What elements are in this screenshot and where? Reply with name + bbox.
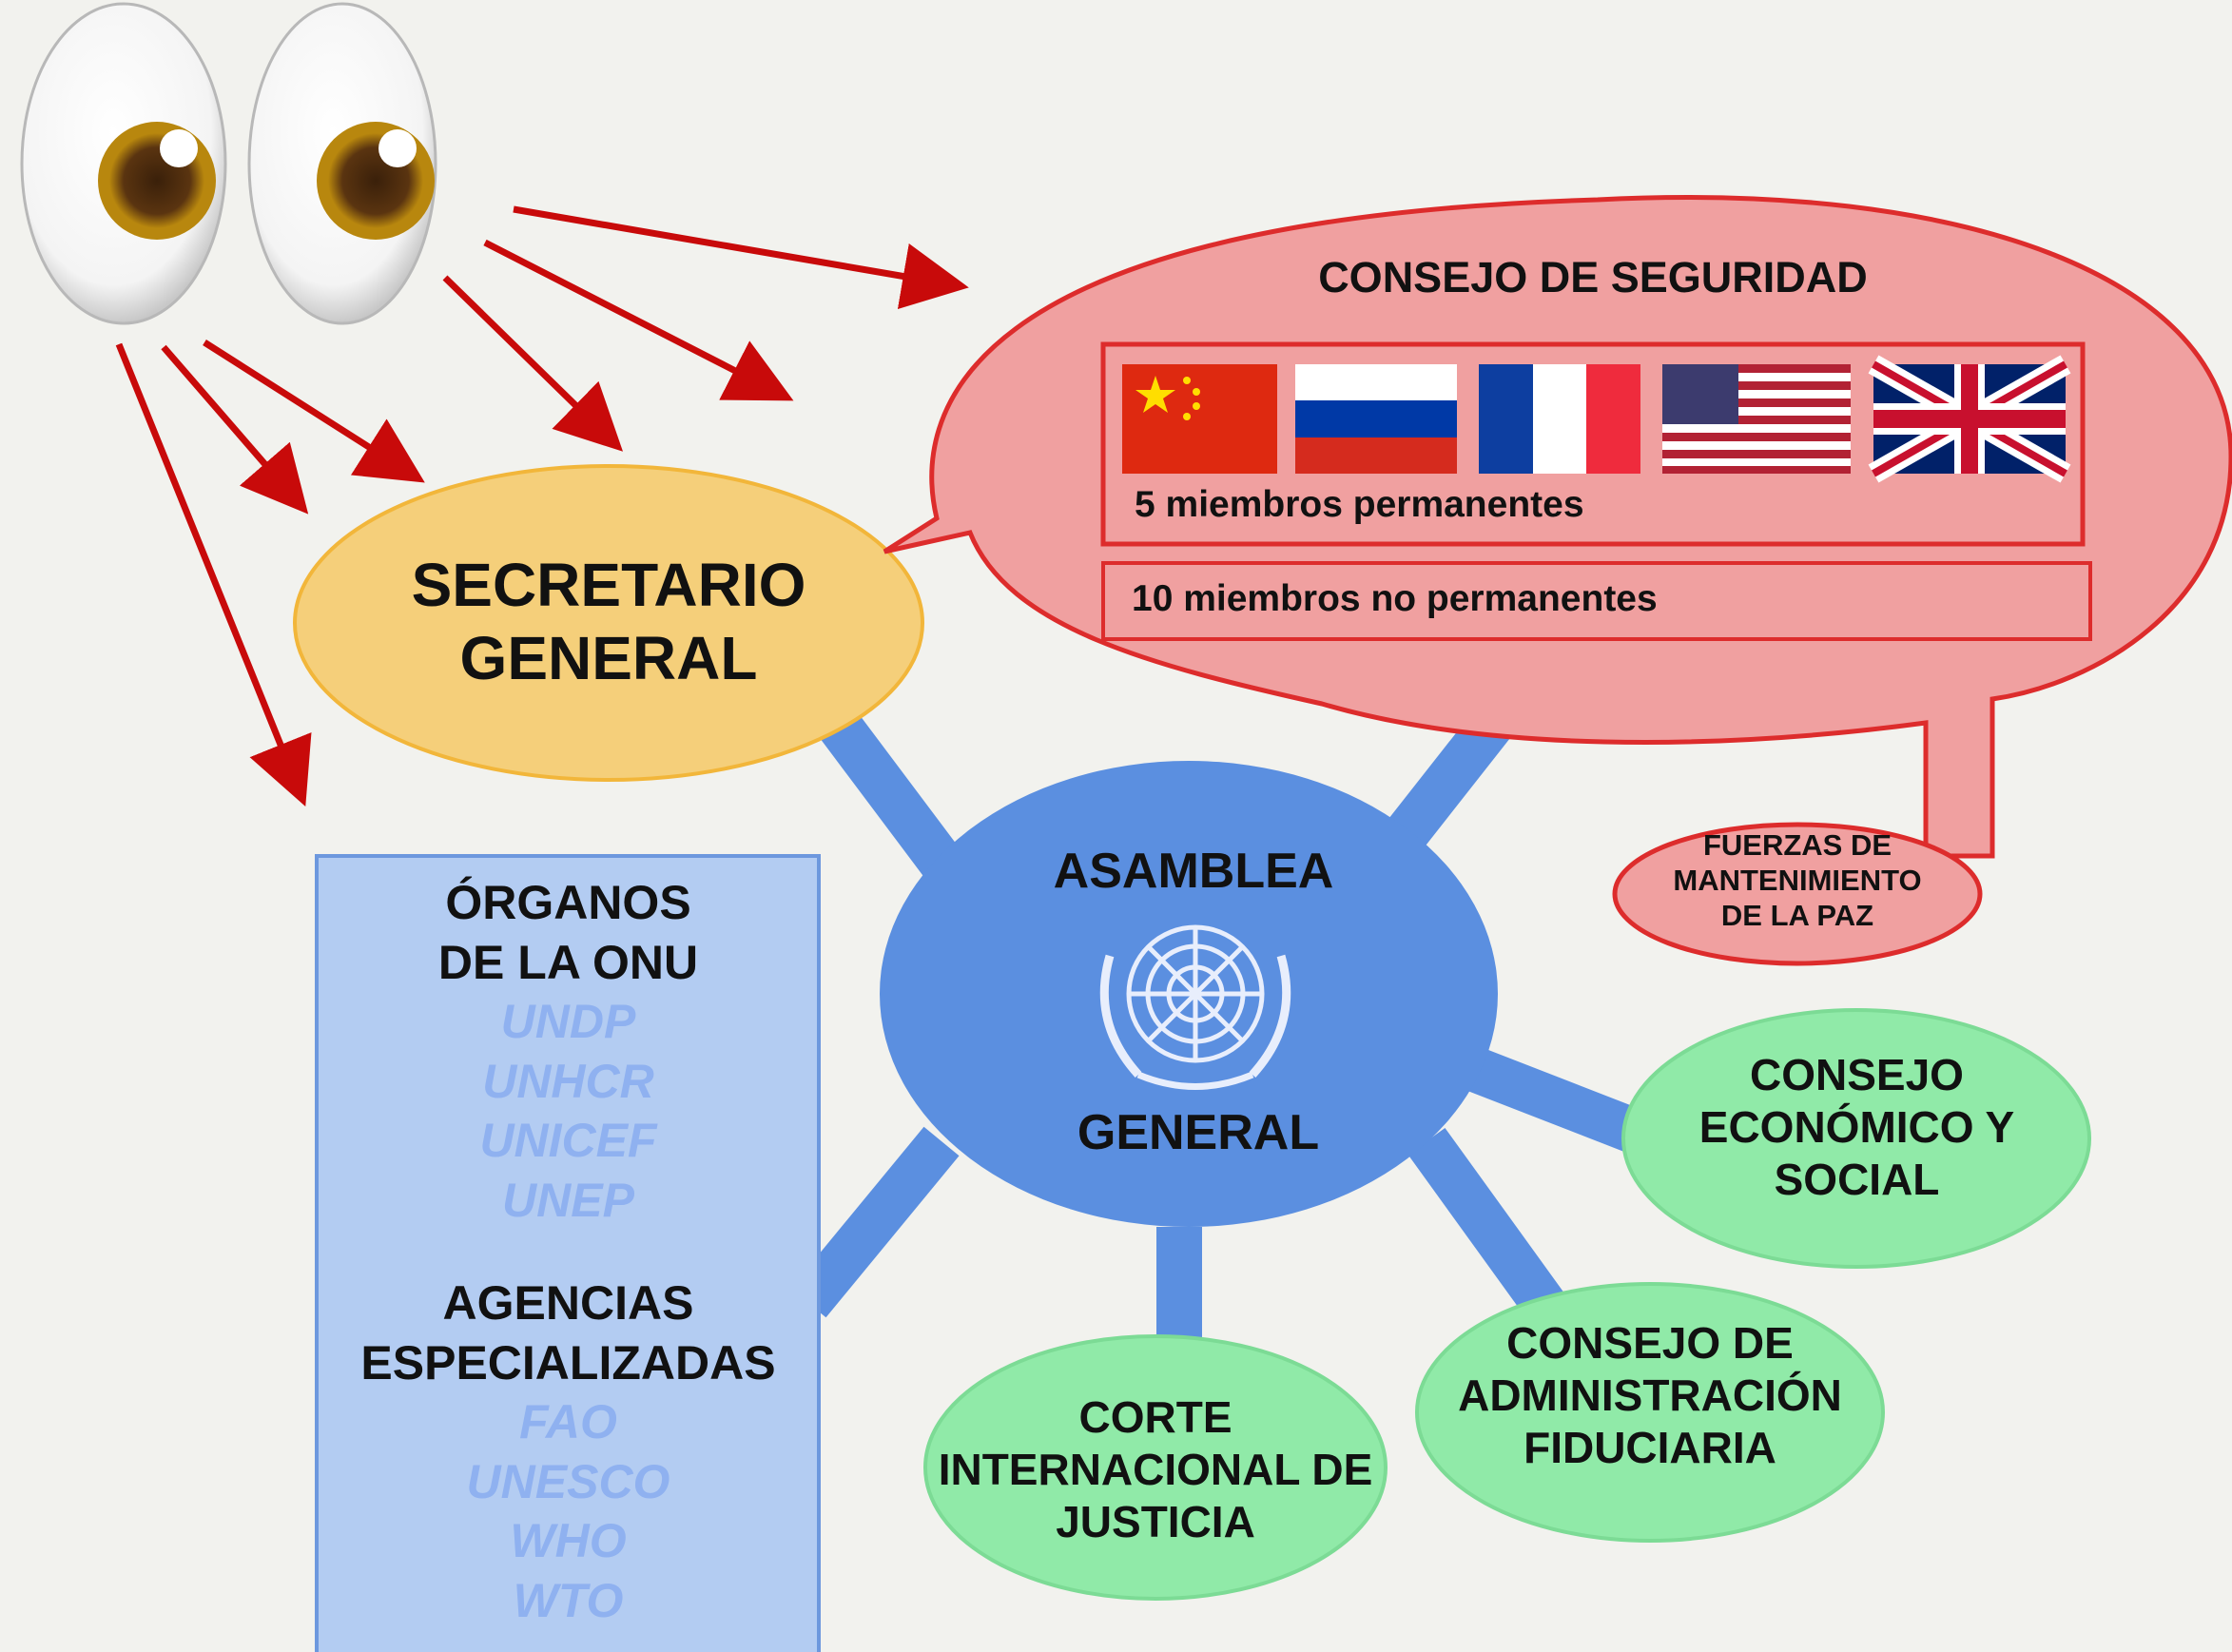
court-label: CORTE INTERNACIONAL DE JUSTICIA bbox=[927, 1391, 1384, 1549]
permanent-members-label: 5 miembros permanentes bbox=[1135, 484, 1584, 525]
agency-item-wto: WTO bbox=[513, 1573, 624, 1627]
organs-item-unep: UNEP bbox=[502, 1173, 634, 1227]
china-flag-icon bbox=[1122, 364, 1277, 474]
court-ellipse bbox=[923, 1334, 1388, 1601]
arrow-to-secretary bbox=[442, 275, 624, 452]
trusteeship-line-2: ADMINISTRACIÓN bbox=[1458, 1370, 1842, 1421]
ecosoc-line-1: CONSEJO bbox=[1750, 1050, 1964, 1099]
ecosoc-line-3: SOCIAL bbox=[1774, 1155, 1940, 1205]
agency-item-fao: FAO bbox=[519, 1395, 617, 1448]
organs-item-unhcr: UNHCR bbox=[482, 1054, 654, 1108]
arrow-to-security-council bbox=[513, 205, 969, 309]
security-council-title: CONSEJO DE SEGURIDAD bbox=[1318, 253, 1868, 301]
assembly-bottom-label: GENERAL bbox=[1077, 1105, 1320, 1160]
arrow-to-organs bbox=[115, 342, 312, 807]
arrows bbox=[115, 205, 969, 807]
spoke-trusteeship bbox=[1407, 1127, 1569, 1327]
organs-title-line-2: DE LA ONU bbox=[437, 935, 699, 989]
trusteeship-ellipse bbox=[1415, 1282, 1885, 1543]
court-line-2: INTERNACIONAL DE bbox=[938, 1445, 1373, 1495]
peacekeeping-line-3: DE LA PAZ bbox=[1720, 899, 1874, 933]
spoke-secretary bbox=[818, 709, 970, 889]
agency-item-unesco: UNESCO bbox=[466, 1454, 670, 1508]
ecosoc-label: CONSEJO ECONÓMICO Y SOCIAL bbox=[1664, 1049, 2049, 1207]
trusteeship-line-1: CONSEJO DE bbox=[1506, 1318, 1794, 1368]
secretary-line-1: SECRETARIO bbox=[411, 551, 806, 619]
organs-title-line-1: ÓRGANOS bbox=[445, 876, 691, 929]
ecosoc-line-2: ECONÓMICO Y bbox=[1698, 1102, 2015, 1153]
secretary-line-2: GENERAL bbox=[459, 623, 758, 692]
russia-flag-icon bbox=[1295, 364, 1457, 474]
trusteeship-label: CONSEJO DE ADMINISTRACIÓN FIDUCIARIA bbox=[1427, 1317, 1873, 1475]
arrow-to-secretary-2 bbox=[203, 340, 425, 483]
security-council-bubble bbox=[883, 195, 2232, 859]
ecosoc-ellipse bbox=[1621, 1008, 2091, 1269]
court-line-1: CORTE bbox=[1078, 1392, 1232, 1442]
uk-flag-icon bbox=[1868, 355, 2071, 483]
usa-flag-icon bbox=[1662, 364, 1851, 474]
agencies-title-line-1: AGENCIAS bbox=[442, 1276, 694, 1330]
organs-item-undp: UNDP bbox=[500, 995, 636, 1048]
arrow-to-security-council-2 bbox=[483, 239, 794, 401]
peacekeeping-ellipse bbox=[1612, 822, 1983, 966]
un-emblem-icon bbox=[1099, 924, 1291, 1090]
secretary-general-ellipse bbox=[293, 464, 924, 782]
peacekeeping-line-2: MANTENIMIENTO bbox=[1673, 864, 1922, 898]
arrow-to-secretary-3 bbox=[161, 344, 309, 515]
organs-item-unicef: UNICEF bbox=[479, 1114, 657, 1167]
non-permanent-members-box bbox=[1101, 561, 2092, 641]
eyes-icon bbox=[20, 2, 437, 325]
agency-item-who: WHO bbox=[510, 1514, 627, 1567]
non-permanent-members-label: 10 miembros no permanentes bbox=[1132, 578, 1658, 619]
agencies-title-line-2: ESPECIALIZADAS bbox=[360, 1335, 776, 1390]
organs-box bbox=[315, 854, 821, 1652]
secretary-general-label: SECRETARIO GENERAL bbox=[371, 549, 846, 695]
peacekeeping-label: FUERZAS DE MANTENIMIENTO DE LA PAZ bbox=[1650, 827, 1945, 934]
peacekeeping-line-1: FUERZAS DE bbox=[1702, 828, 1892, 862]
permanent-members-box bbox=[1100, 341, 2086, 547]
court-line-3: JUSTICIA bbox=[1056, 1497, 1255, 1547]
trusteeship-line-3: FIDUCIARIA bbox=[1524, 1423, 1776, 1473]
spoke-ecosoc bbox=[1456, 1043, 1644, 1154]
organs-label: ÓRGANOS DE LA ONU UNDP UNHCR UNICEF UNEP… bbox=[328, 873, 808, 1630]
france-flag-icon bbox=[1479, 364, 1640, 474]
spoke-organs bbox=[790, 1126, 960, 1318]
assembly-top-label: ASAMBLEA bbox=[1053, 844, 1334, 899]
